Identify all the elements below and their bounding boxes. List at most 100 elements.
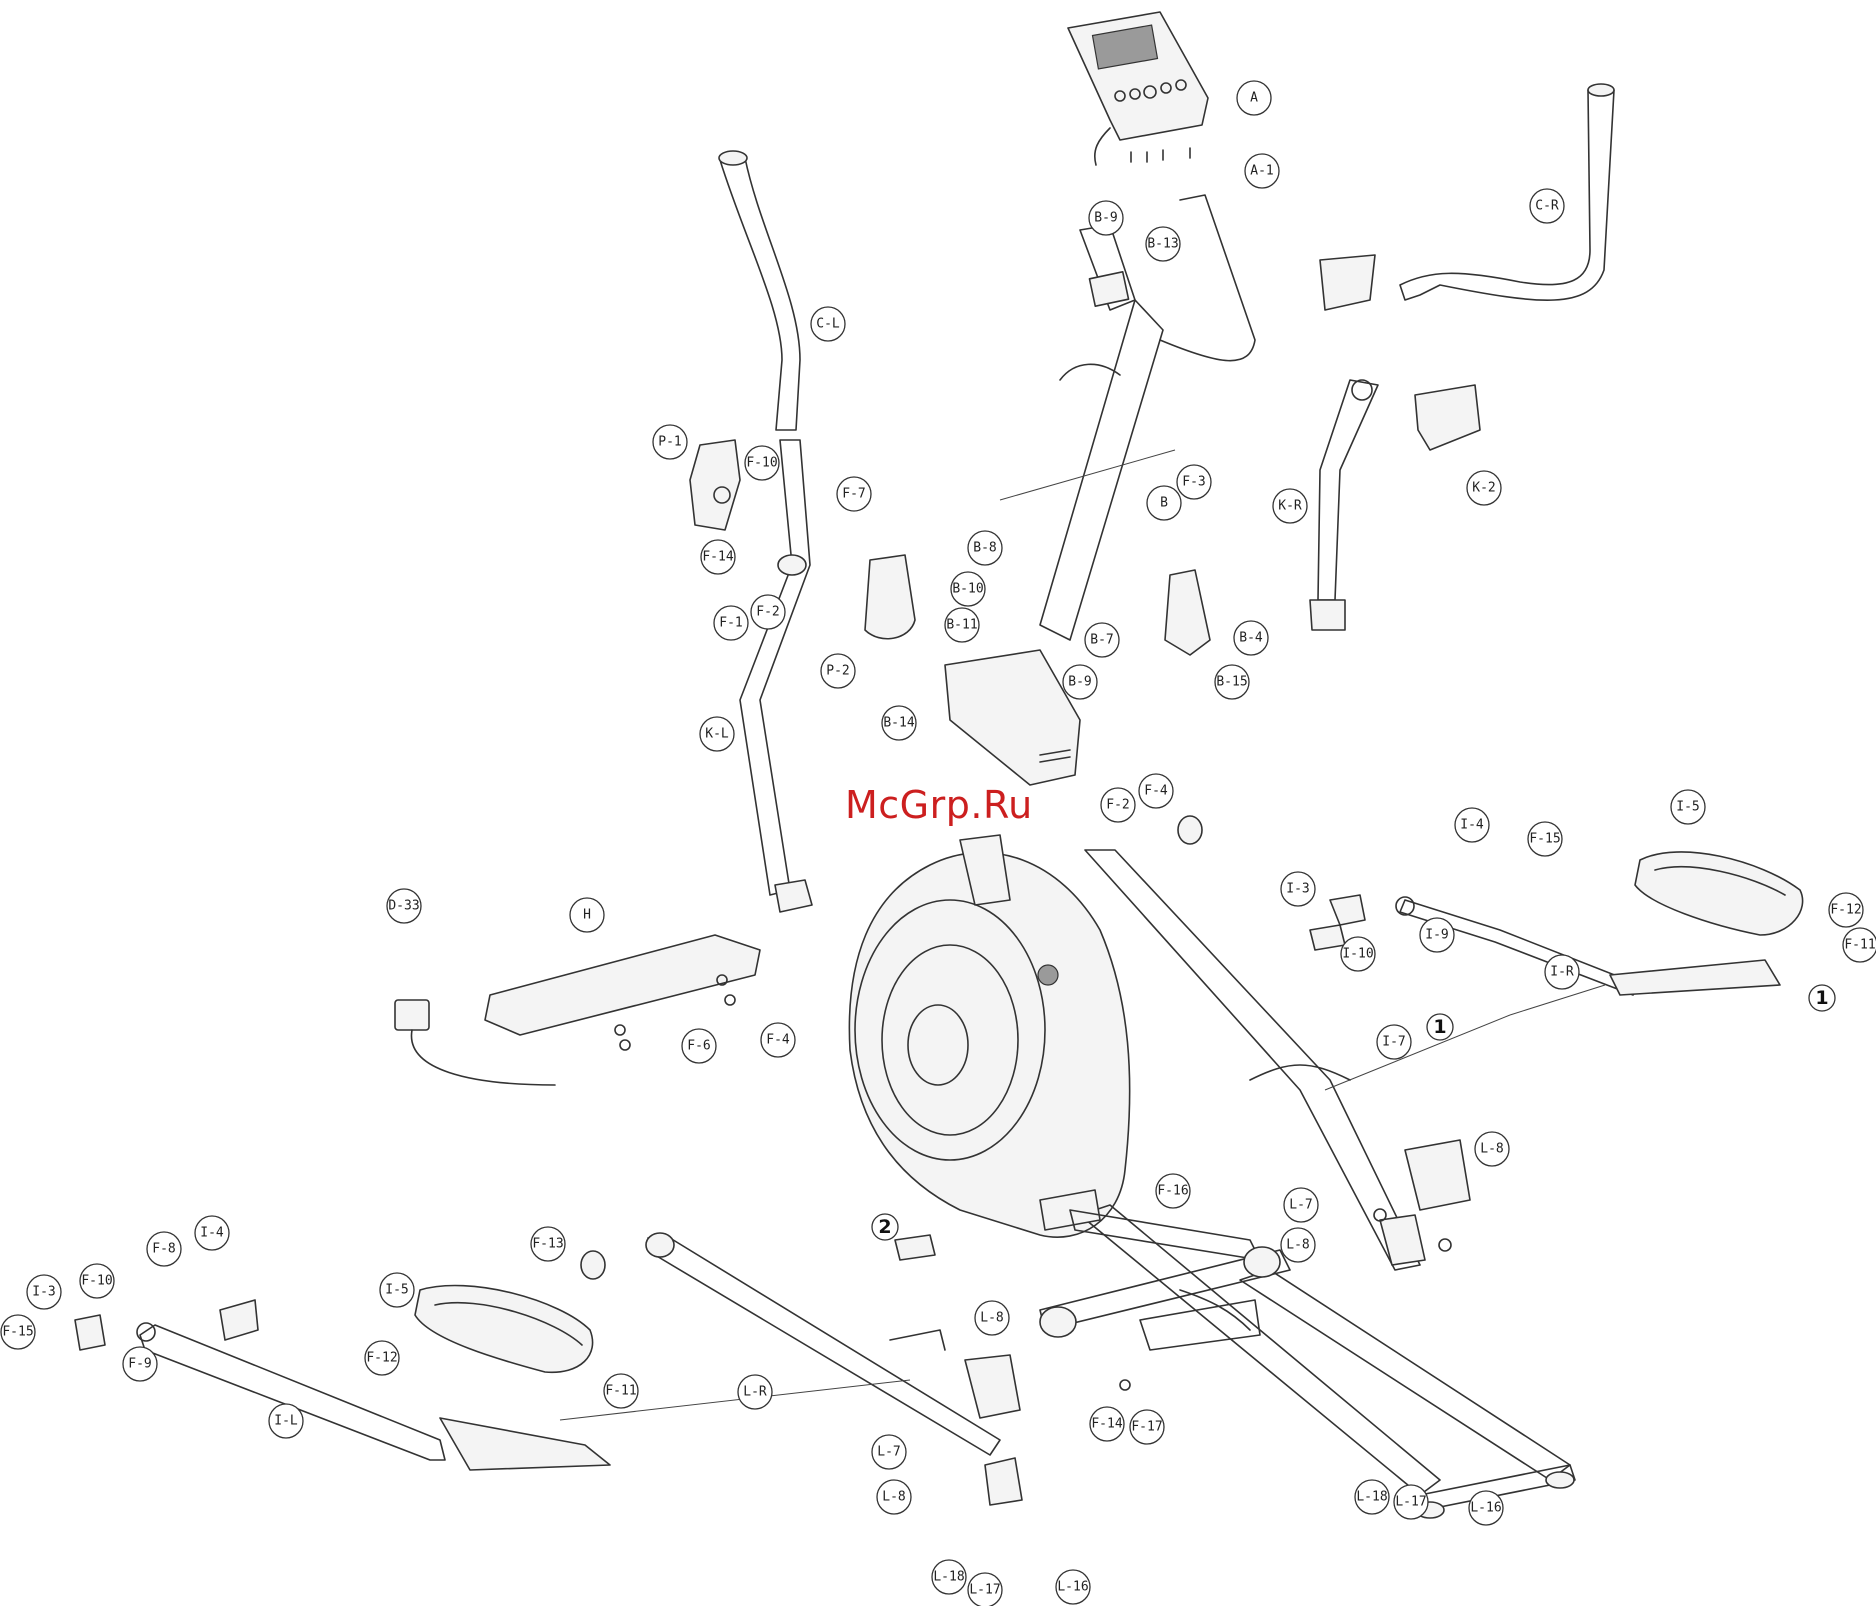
callout-label: F-10 — [81, 1274, 112, 1289]
callout-label: I-5 — [385, 1283, 408, 1298]
callout-h-39: H — [569, 897, 605, 933]
callout-circle — [1088, 200, 1124, 236]
callout-b-9-4: B-9 — [1088, 200, 1124, 236]
callout-circle — [122, 1346, 158, 1382]
callout-circle — [1419, 917, 1455, 953]
handlebar-c-l — [718, 150, 801, 431]
pedal-i-5-right — [1609, 851, 1804, 996]
callout-f-14-9: F-14 — [700, 539, 736, 575]
callout-label: H — [583, 908, 591, 923]
watermark-text: McGrp.Ru — [845, 783, 1033, 827]
callout-circle — [1468, 1490, 1504, 1526]
callout-l-16-68: L-16 — [1055, 1569, 1091, 1605]
callout-circle — [1393, 1484, 1429, 1520]
callout-label: F-4 — [766, 1033, 790, 1048]
callout-label: B-13 — [1147, 237, 1178, 252]
callout-circle — [569, 897, 605, 933]
arm-k-r — [1309, 379, 1379, 631]
bracket-b-15 — [1164, 569, 1211, 656]
callout-circle — [1236, 80, 1272, 116]
callout-f-15-51: F-15 — [0, 1314, 36, 1350]
callout-circle — [379, 1272, 415, 1308]
callout-f-6-40: F-6 — [681, 1028, 717, 1064]
callout-label: I-10 — [1342, 947, 1373, 962]
callout-b-13: B — [1146, 485, 1182, 521]
callout-label: I-9 — [1425, 928, 1448, 943]
callout-circle — [1062, 664, 1098, 700]
callout-label: L-17 — [1395, 1495, 1426, 1510]
callout-l-8-60: L-8 — [876, 1479, 912, 1515]
callout-circle — [944, 607, 980, 643]
callout-label: I-L — [274, 1414, 298, 1429]
callout-label: F-9 — [128, 1357, 151, 1372]
callout-label: F-8 — [152, 1242, 175, 1257]
callout-label: P-2 — [826, 664, 849, 679]
callout-d-33-38: D-33 — [386, 888, 422, 924]
callout-circle — [967, 530, 1003, 566]
callout-label: B-8 — [973, 541, 996, 556]
callout-k-r-14: K-R — [1272, 488, 1308, 524]
pedal-arm-i-l — [136, 1322, 446, 1461]
callout-b-13-5: B-13 — [1145, 226, 1181, 262]
callout-l-17-62: L-17 — [1393, 1484, 1429, 1520]
cover-b-14 — [944, 649, 1081, 786]
callout-label: B-10 — [952, 582, 983, 597]
callout-i-l-56: I-L — [268, 1403, 304, 1439]
assembly-marker-1-0: 1 — [1808, 984, 1836, 1012]
callout-i-4-47: I-4 — [194, 1215, 230, 1251]
callout-f-3-12: F-3 — [1176, 464, 1212, 500]
callout-circle — [681, 1028, 717, 1064]
callout-label: I-7 — [1382, 1035, 1405, 1050]
assembly-marker-label: 2 — [878, 1216, 891, 1238]
callout-label: L-R — [743, 1385, 767, 1400]
callout-circle — [386, 888, 422, 924]
callout-circle — [1376, 1024, 1412, 1060]
callout-f-1-10: F-1 — [713, 605, 749, 641]
callout-circle — [1466, 470, 1502, 506]
callout-circle — [603, 1373, 639, 1409]
callout-l-7-43: L-7 — [1283, 1187, 1319, 1223]
assembly-marker-circle — [871, 1213, 899, 1241]
callout-label: L-8 — [1480, 1142, 1503, 1157]
adapter-d-33 — [394, 999, 556, 1086]
callout-f-4-41: F-4 — [760, 1022, 796, 1058]
callout-label: F-2 — [1106, 798, 1129, 813]
callout-label: L-18 — [933, 1570, 964, 1585]
callout-label: F-15 — [1529, 832, 1560, 847]
callout-circle — [1842, 927, 1876, 963]
callout-label: B-9 — [1068, 675, 1091, 690]
callout-i-5-53: I-5 — [379, 1272, 415, 1308]
pedal-i-5-left — [414, 1284, 611, 1471]
callout-circle — [1146, 485, 1182, 521]
callout-b-14-24: B-14 — [881, 705, 917, 741]
callout-label: F-11 — [605, 1384, 636, 1399]
callout-label: L-17 — [969, 1583, 1000, 1598]
callout-b-15-21: B-15 — [1214, 664, 1250, 700]
callout-circle — [1280, 1227, 1316, 1263]
callout-circle — [820, 653, 856, 689]
callout-circle — [1544, 954, 1580, 990]
callout-b-7-19: B-7 — [1084, 622, 1120, 658]
callout-label: F-15 — [2, 1325, 33, 1340]
callout-label: D-33 — [388, 899, 419, 914]
assembly-marker-circle — [1808, 984, 1836, 1012]
callout-label: B — [1160, 496, 1168, 511]
callout-label: F-7 — [842, 487, 865, 502]
callout-f-11-33: F-11 — [1842, 927, 1876, 963]
small-hardware — [74, 815, 1452, 1391]
callout-label: A-1 — [1250, 164, 1273, 179]
callout-circle — [268, 1403, 304, 1439]
callout-p-2-22: P-2 — [820, 653, 856, 689]
callout-b-10-17: B-10 — [950, 571, 986, 607]
callout-label: F-16 — [1157, 1184, 1188, 1199]
callout-label: K-L — [705, 727, 729, 742]
callout-label: L-7 — [1289, 1198, 1312, 1213]
callout-label: L-8 — [980, 1311, 1003, 1326]
callout-b-9-23: B-9 — [1062, 664, 1098, 700]
callout-label: F-14 — [702, 550, 733, 565]
callout-circle — [713, 605, 749, 641]
callout-a-0: A — [1236, 80, 1272, 116]
left-rail-l-r — [559, 1232, 1023, 1506]
callout-circle — [737, 1374, 773, 1410]
callout-circle — [1089, 1406, 1125, 1442]
